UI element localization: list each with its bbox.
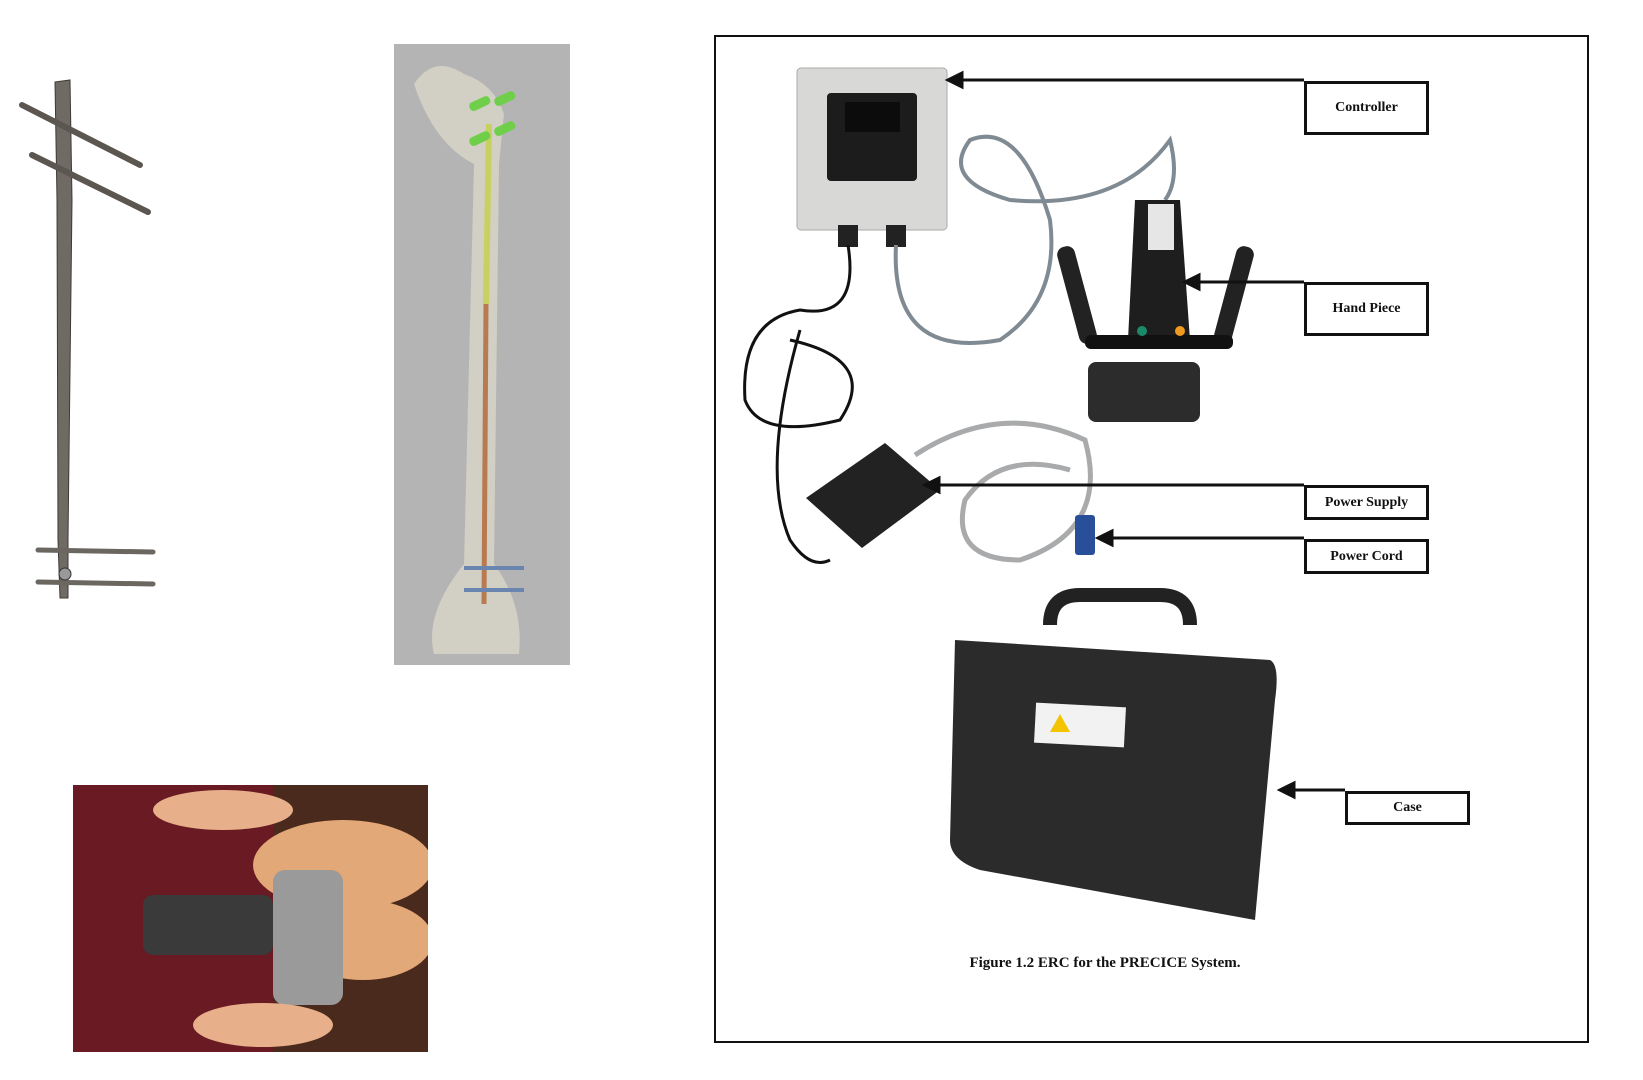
hand-piece-label: Hand Piece [1304, 282, 1429, 336]
power-supply-device [806, 420, 1095, 563]
case-label: Case [1345, 791, 1470, 825]
controller-label: Controller [1304, 81, 1429, 135]
figure-frame [714, 35, 1589, 1043]
handpiece-use-photo [73, 785, 428, 1052]
photo-drawing [143, 785, 428, 1052]
case-device [950, 588, 1277, 920]
nail [19, 79, 156, 599]
controller-device [796, 67, 948, 247]
power-supply-label: Power Supply [1304, 485, 1429, 520]
label-arrows [921, 70, 1345, 800]
hand-piece-device [1057, 200, 1254, 422]
femur-xray-image [394, 44, 570, 665]
figure-caption: Figure 1.2 ERC for the PRECICE System. [969, 955, 1241, 971]
power-cord-label: Power Cord [1304, 539, 1429, 574]
femur-drawing [414, 66, 524, 654]
